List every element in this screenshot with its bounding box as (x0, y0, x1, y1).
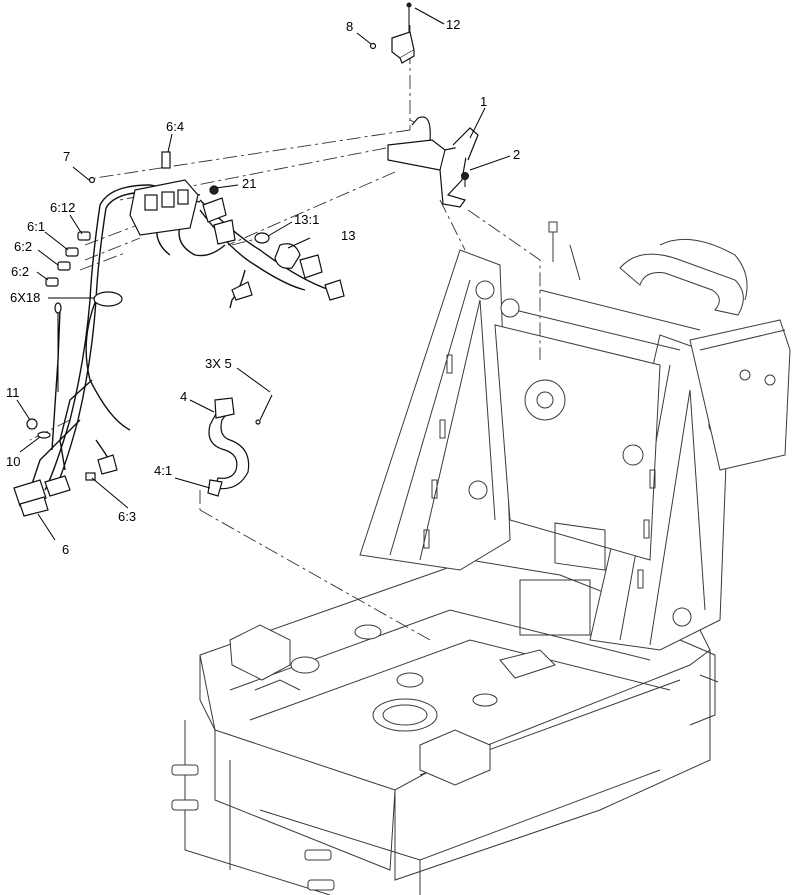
callout-4-1: 4:1 (154, 463, 172, 478)
callout-6: 6 (62, 542, 69, 557)
frame-slots (423, 354, 656, 589)
callout-11: 11 (6, 385, 20, 400)
callout-1: 1 (480, 94, 487, 109)
callout-6-1: 6:1 (27, 219, 45, 234)
callout-10: 10 (6, 454, 20, 469)
callout-6-2-upper: 6:2 (14, 239, 32, 254)
callout-8: 8 (346, 19, 353, 34)
leader-lines (16, 7, 511, 541)
callout-6x18: 6X18 (10, 290, 40, 305)
callout-13: 13 (341, 228, 355, 243)
switch-assembly (369, 2, 415, 64)
callout-6-2-lower: 6:2 (11, 264, 29, 279)
frame-assembly (171, 221, 791, 895)
callout-3x5: 3X 5 (205, 356, 232, 371)
assembly-lines (29, 25, 541, 641)
callout-6-12: 6:12 (50, 200, 75, 215)
callout-6-4: 6:4 (166, 119, 184, 134)
callout-12: 12 (446, 17, 460, 32)
callout-labels: 1 2 12 8 6:4 21 13:1 13 7 6:12 6:1 6:2 6… (6, 17, 520, 557)
callout-21: 21 (242, 176, 256, 191)
frame-bolt (171, 764, 335, 891)
hose-part-4 (207, 394, 273, 497)
callout-6-3: 6:3 (118, 509, 136, 524)
callout-4: 4 (180, 389, 187, 404)
bracket-part-1 (387, 116, 479, 208)
wire-harness (13, 151, 345, 517)
callout-13-1: 13:1 (294, 212, 319, 227)
callout-2: 2 (513, 147, 520, 162)
callout-7: 7 (63, 149, 70, 164)
